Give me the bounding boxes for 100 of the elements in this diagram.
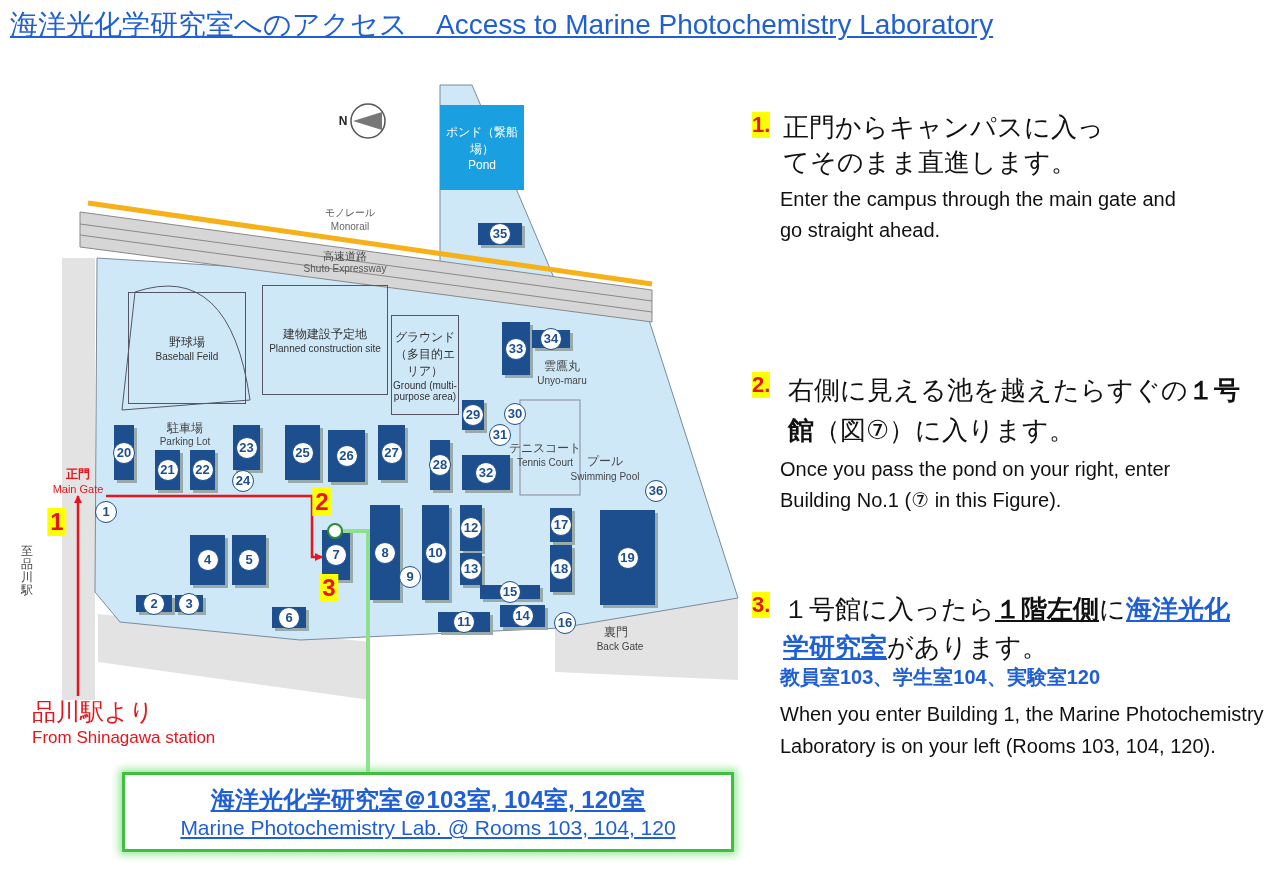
field-outline [391,315,459,415]
building-number: 7 [325,544,347,566]
building-block [285,425,320,480]
area-label: Baseball Feild [155,351,219,362]
building-number: 12 [460,517,482,539]
pond-area [440,105,524,190]
place-label: プール [587,452,623,470]
place-label: 雲鷹丸 [544,357,580,375]
building-number: 20 [113,441,135,464]
building-number: 11 [453,611,475,633]
step-number: 3. [752,592,771,618]
building-block [155,450,180,490]
building-number: 25 [291,441,314,464]
building-number: 18 [550,557,572,580]
place-label: 裏門 [604,623,628,641]
step-number: 2. [752,372,771,398]
building-number: 32 [475,461,497,484]
building-number: 6 [278,606,300,629]
leader-line [343,529,370,772]
building-number: 35 [489,223,511,245]
building-block [500,605,545,627]
place-label: Main Gate [52,483,104,495]
place-label: From Shinagawa station [32,728,216,748]
road-label: 高速道路 [323,248,367,264]
building-block [478,223,522,245]
building-block [422,505,449,600]
building-number: 28 [429,454,451,476]
building-number: 13 [460,558,482,580]
pond-label: ポンド（繋船場） [445,123,519,158]
building-number: 15 [499,581,521,603]
page-title: 海洋光化学研究室へのアクセス Access to Marine Photochemistry Laboratory [10,8,994,42]
building-number: 26 [335,445,358,467]
building-number: 14 [511,605,534,627]
building-number: 4 [196,549,219,571]
building-block [232,535,266,585]
building-block [550,545,572,592]
route-arrow [106,494,323,561]
building-number: 34 [540,328,562,350]
place-label: 品川駅より [32,697,154,727]
building-number: 5 [238,549,260,571]
step-text: When you enter Building 1, the Marine Photochemistry Laboratory is on your left (Rooms 103, 104, 120). [780,702,1265,759]
compass-letter: N [338,114,348,128]
building-block [370,505,400,600]
area-label: 野球場 [169,334,205,351]
step-marker: 2 [312,488,332,516]
building-number: 22 [191,459,214,481]
building-block [328,430,365,482]
place-label: Swimming Pool [570,470,640,482]
building-block [114,425,134,480]
building-number: 33 [505,337,527,360]
field-outline [262,285,388,395]
building-number: 21 [156,459,179,481]
building-block [190,535,225,585]
callout-box [122,772,734,852]
callout-text: 海洋光化学研究室＠103室, 104室, 120室 [210,785,646,815]
building-block [136,595,172,612]
area-label: Planned construction site [269,343,381,354]
building-number: 8 [374,541,396,564]
place-label: 正門 [66,466,90,483]
building-block [190,450,215,490]
callout-text: Marine Photochemistry Lab. @ Rooms 103, 104, 120 [180,816,676,840]
place-label: Back Gate [596,640,644,652]
building-block [550,508,572,542]
area-label: グラウンド（多目的エリア） [394,328,456,380]
area-label: 建物建設予定地 [283,326,367,343]
building-block [430,440,450,490]
field-outline [128,292,246,404]
building-block [502,322,530,375]
step-text: Once you pass the pond on your right, enter Building No.1 (⑦ in this Figure). [780,457,1172,513]
place-label: Tennis Court [516,456,574,468]
building-block [600,510,655,605]
step-text: １号館に入ったら１階左側に海洋光化学研究室があります。 [783,593,1231,664]
rail-label: モノレール [325,206,375,220]
direction-label: 至品川駅 [20,545,33,597]
building-block [460,553,482,585]
pond-label: Pond [467,157,497,172]
step-marker: 1 [47,508,67,536]
building-number: 17 [550,514,572,536]
building-block [438,612,490,632]
area-label: Ground (multi-purpose area) [392,379,458,402]
place-label: Unyo-maru [537,374,587,386]
building-block [233,425,260,470]
place-label: 駐車場 [167,419,203,437]
step-marker: 3 [319,574,339,602]
building-number: 10 [424,541,447,564]
building-block [462,455,510,490]
road-label: Shuto Expressway [303,262,387,274]
building-block [378,425,405,480]
building-block [460,505,482,551]
place-label: テニスコート [509,439,581,457]
room-list: 教員室103、学生室104、実験室120 [780,664,1101,691]
building-number: 27 [380,441,403,464]
building-number: 19 [616,546,639,569]
place-label: Parking Lot [159,435,211,447]
step-number: 1. [752,112,771,138]
step-text: 正門からキャンパスに入ってそのまま直進します。 [783,111,1105,179]
step-text: 右側に見える池を越えたらすぐの１号館（図⑦）に入ります。 [788,374,1241,447]
building-number: 29 [462,404,484,426]
route-arrow [74,495,82,696]
building-block [532,330,570,348]
